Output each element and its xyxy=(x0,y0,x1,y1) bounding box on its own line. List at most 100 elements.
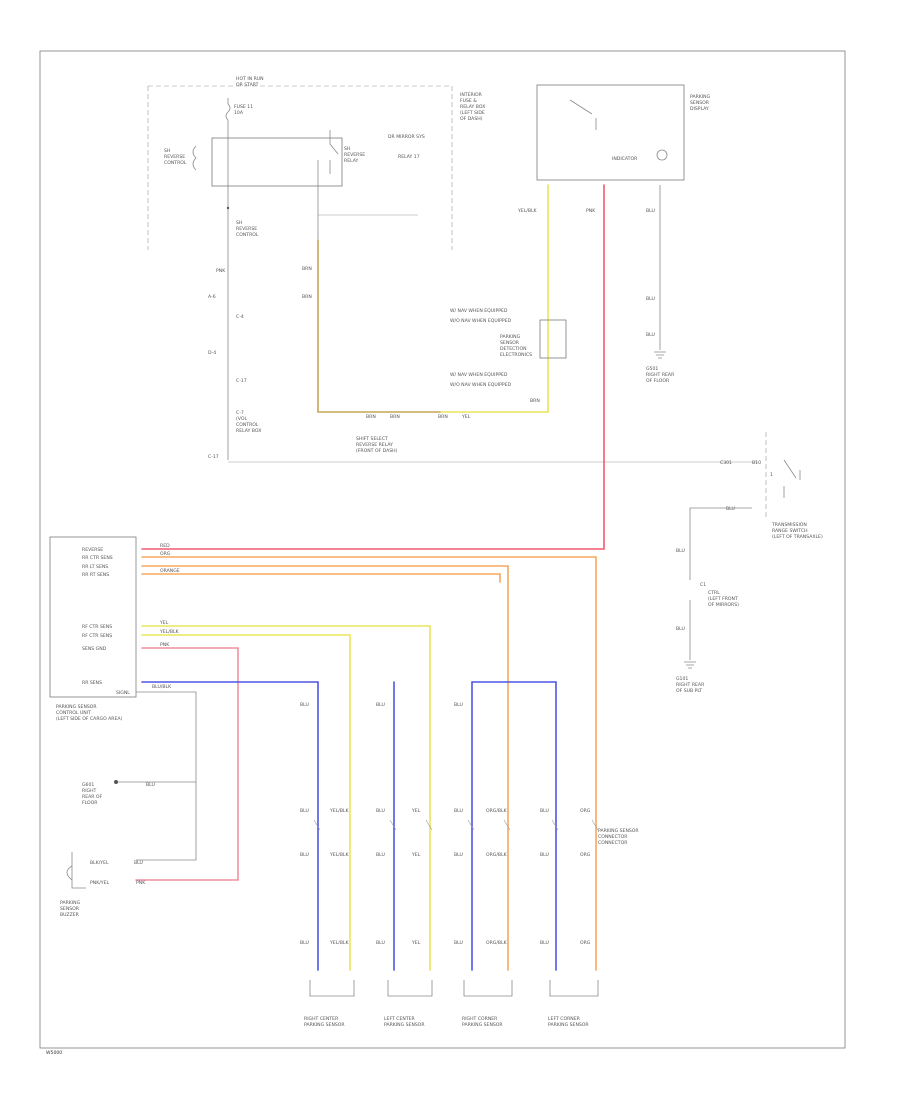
ground-right-wire-1: BLU xyxy=(646,296,655,302)
sensor-2-top: BLU xyxy=(376,702,385,708)
sensor-3-low1: BLU xyxy=(454,852,463,858)
sensor-3-label-2: PARKING SENSOR xyxy=(462,1022,503,1028)
sensor-4-low2: ORG xyxy=(580,852,591,858)
left-junction-2: (VOL xyxy=(236,416,247,422)
sensor-2-icon xyxy=(387,980,433,997)
sh-reverse-2: REVERSE xyxy=(236,226,257,232)
left-conn-4: C-17 xyxy=(236,378,247,384)
relay-switch-icon xyxy=(329,130,339,174)
detector-line-4: W/O NAV WHEN EQUIPPED xyxy=(450,382,512,388)
mid-bottom-wire-4: YEL xyxy=(461,414,471,420)
sensor-3-bot2: ORG/BLK xyxy=(486,940,508,946)
sensor-2-label-2: PARKING SENSOR xyxy=(384,1022,425,1028)
sensor-1-bot2: YEL/BLK xyxy=(329,940,350,946)
trs-wire-2: BLU xyxy=(676,548,685,554)
module-ground: BLU G601 RIGHT REAR OF FLOOR xyxy=(82,780,196,806)
trs-label-1: TRANSMISSION xyxy=(771,522,807,528)
module-wire-label-6: PNK xyxy=(160,642,170,648)
display-switch-icon xyxy=(569,99,597,130)
sensor-2-mid1: BLU xyxy=(376,808,385,814)
buzzer-label-3: BUZZER xyxy=(60,912,80,918)
left-junction-4: RELAY BOX xyxy=(236,428,261,434)
ground-right-l3: OF FLOOR xyxy=(646,378,670,384)
sensor-2-bot1: BLU xyxy=(376,940,385,946)
mid-bottom-wire-1: BRN xyxy=(366,414,376,420)
module-pin-5: RF CTR SENS xyxy=(82,624,112,630)
sh-reverse-1: SH xyxy=(236,220,242,226)
sensor-3-low2: ORG/BLK xyxy=(486,852,508,858)
relay-sub-label: RELAY 17 xyxy=(398,154,420,160)
fuse-box-side-2: FUSE & xyxy=(460,98,477,104)
display-indicator-box: PARKING SENSOR DISPLAY INDICATOR YEL/BLK… xyxy=(517,84,711,214)
fuse-icon xyxy=(225,98,231,126)
sensor-1-label-1: RIGHT CENTER xyxy=(304,1016,339,1022)
parking-sensor-control-unit: REVERSE RR CTR SENS RR LT SENS RR RT SEN… xyxy=(49,536,197,861)
transmission-range-switch: C301 B10 1 BLU TRANSMISSION RANGE SWITCH… xyxy=(676,432,823,694)
ground-icon xyxy=(654,351,666,359)
fuse-box-side-4: (LEFT SIDE xyxy=(460,110,485,116)
detection-block: W/ NAV WHEN EQUIPPED W/O NAV WHEN EQUIPP… xyxy=(450,308,567,404)
buzzer-wire-1: BLK/YEL xyxy=(90,860,109,866)
left-conn-1: A-6 xyxy=(208,294,216,300)
or-start-label: OR START xyxy=(236,82,259,88)
mid-wire-brn-shadow xyxy=(317,239,441,413)
sensor-4-bot1: BLU xyxy=(540,940,549,946)
relay-sw-label-1: SH xyxy=(344,146,350,152)
sensor-1-bot1: BLU xyxy=(300,940,309,946)
sh-reverse-3: CONTROL xyxy=(236,232,259,238)
wire-pink-sens-gnd xyxy=(135,647,239,881)
detector-line-1: W/ NAV WHEN EQUIPPED xyxy=(450,308,508,314)
trs-switch-icon xyxy=(783,459,801,498)
sensor-3-mid2: ORG/BLK xyxy=(486,808,508,814)
left-wire-1: PNK xyxy=(216,268,226,274)
left-column-chain: PNK A-6 C-4 D-4 C-17 C-7 (VOL CONTROL RE… xyxy=(208,240,758,463)
trs-junction-2: CTRL xyxy=(708,590,720,596)
sensor-1-low2: YEL/BLK xyxy=(329,852,350,858)
ground-right-l1: G501 xyxy=(646,366,658,372)
trs-ground-2: RIGHT REAR xyxy=(676,682,705,688)
detector-box-3: DETECTION xyxy=(500,346,527,352)
module-title-3: (LEFT SIDE OF CARGO AREA) xyxy=(56,716,123,722)
module-wire-label-1: RED xyxy=(160,543,170,549)
hot-in-run-label: HOT IN RUN xyxy=(236,76,264,82)
relay-coil-label-2: REVERSE xyxy=(164,154,185,160)
module-ground-wire: BLU xyxy=(146,782,155,788)
ground-g501: BLU BLU G501 RIGHT REAR OF FLOOR xyxy=(646,185,675,384)
sensor-4-low1: BLU xyxy=(540,852,549,858)
fuse-label: FUSE 11 xyxy=(234,104,253,110)
detector-line-3: W/ NAV WHEN EQUIPPED xyxy=(450,372,508,378)
sensor-2-label-1: LEFT CENTER xyxy=(384,1016,416,1022)
trs-ground-1: G101 xyxy=(676,676,688,682)
sensor-left-corner: BLU ORG BLU ORG BLU ORG LEFT CORNER PARK… xyxy=(540,808,599,1028)
sensor-4-label-1: LEFT CORNER xyxy=(548,1016,581,1022)
module-title-1: PARKING SENSOR xyxy=(56,704,97,710)
mid-wire-brn xyxy=(317,184,549,413)
wire-yellow-2 xyxy=(141,634,351,971)
wire-orange-rr-ctr xyxy=(141,556,597,971)
trs-junction-3: (LEFT FRONT xyxy=(708,596,738,602)
sensor-4-icon xyxy=(549,980,599,997)
sensor-left-center: BLU BLU YEL BLU YEL BLU YEL LEFT CENTER … xyxy=(376,702,433,1028)
trs-pin: 1 xyxy=(770,472,773,478)
sensor-2-mid2: YEL xyxy=(411,808,421,814)
wire-orange-rr-rt xyxy=(141,573,501,583)
display-wire-2: PNK xyxy=(586,208,596,214)
trs-connector-1: C301 xyxy=(720,460,732,466)
module-pin-2: RR CTR SENS xyxy=(82,555,113,561)
left-junction-5: C-17 xyxy=(208,454,219,460)
wire-orange-rr-lt xyxy=(141,565,509,971)
fuse-box-side-5: OF DASH) xyxy=(460,116,483,122)
module-pin-8: RR SENS xyxy=(82,680,102,686)
module-pin-4: RR RT SENS xyxy=(82,572,109,578)
parking-sensor-buzzer: BLK/YEL BLU PNK/YEL PNK PARKING SENSOR B… xyxy=(60,852,146,918)
relay-coil-icon xyxy=(192,145,197,171)
display-label-2: SENSOR xyxy=(690,100,710,106)
trs-ground-icon xyxy=(684,661,696,669)
display-wire-3: BLU xyxy=(646,208,655,214)
sensor-3-mid1: BLU xyxy=(454,808,463,814)
display-label-1: PARKING xyxy=(690,94,711,100)
trs-label-3: (LEFT OF TRANSAXLE) xyxy=(772,534,823,540)
wire-yellow-1 xyxy=(141,625,431,971)
sensor-4-mid2: ORG xyxy=(580,808,591,814)
